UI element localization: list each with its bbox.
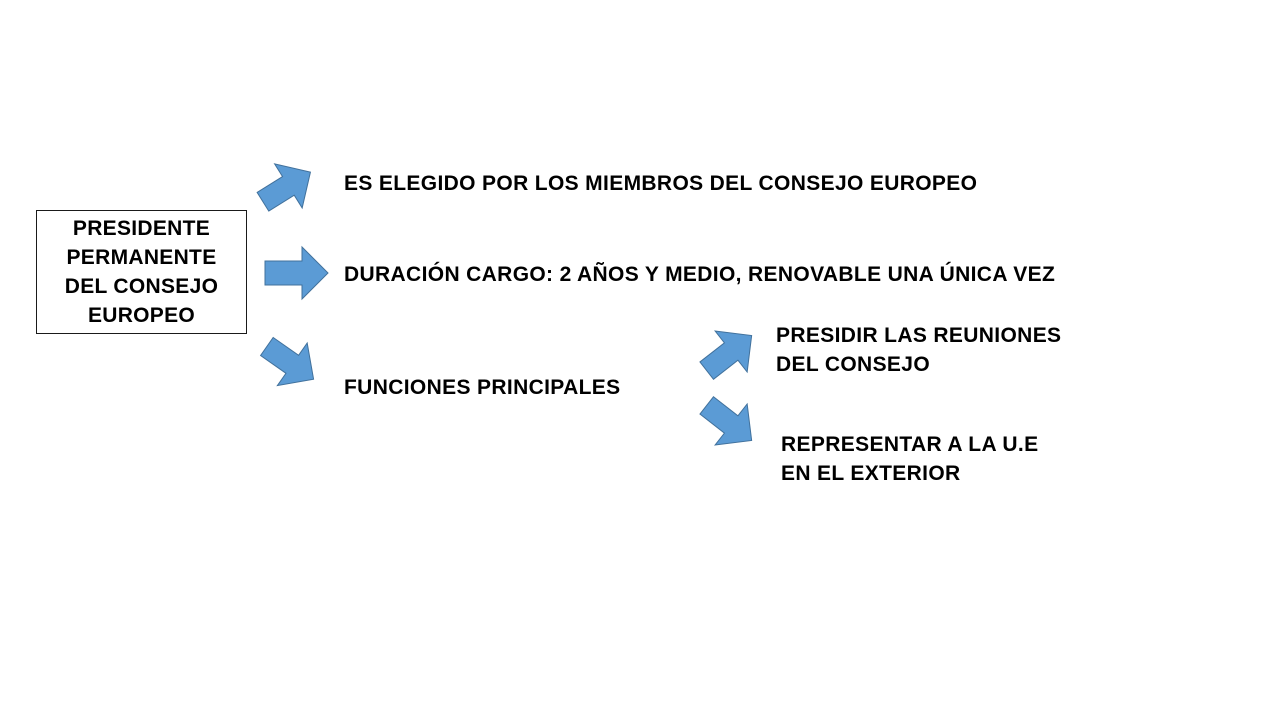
arrow-to-branch-funciones — [259, 336, 315, 387]
function-label-representar-line1: REPRESENTAR A LA U.E — [781, 433, 1039, 456]
arrow-to-branch-duracion — [264, 245, 329, 301]
function-label-presidir-line1: PRESIDIR LAS REUNIONES — [776, 324, 1062, 347]
branch-label-duracion: DURACIÓN CARGO: 2 AÑOS Y MEDIO, RENOVABL… — [344, 263, 1056, 286]
branch-label-funciones: FUNCIONES PRINCIPALES — [344, 376, 621, 399]
arrow-to-function-presidir — [699, 330, 753, 380]
function-label-presidir-line2: DEL CONSEJO — [776, 353, 930, 376]
arrow-to-branch-elegido — [256, 163, 312, 212]
root-node-box: PRESIDENTE PERMANENTE DEL CONSEJO EUROPE… — [36, 210, 247, 334]
arrow-to-function-representar — [699, 396, 753, 446]
root-node-line: EUROPEO — [87, 304, 196, 327]
root-node-line: PRESIDENTE — [72, 217, 211, 240]
root-node-line: PERMANENTE — [66, 246, 217, 269]
root-node-line: DEL CONSEJO — [64, 275, 219, 298]
branch-label-elegido: ES ELEGIDO POR LOS MIEMBROS DEL CONSEJO … — [344, 172, 978, 195]
function-label-representar-line2: EN EL EXTERIOR — [781, 462, 961, 485]
